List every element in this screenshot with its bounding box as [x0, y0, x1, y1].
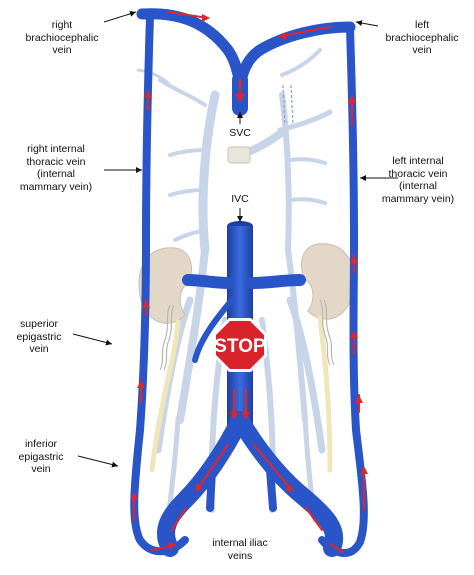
collateral-vein-loop — [130, 8, 368, 557]
stop-sign-text: STOP — [214, 336, 266, 357]
label-left-internal-thoracic-vein: left internal thoracic vein (internal ma… — [381, 155, 455, 205]
label-leader-lines — [72, 10, 398, 468]
azygos-dashed — [282, 84, 294, 126]
left-kidney — [138, 247, 192, 324]
label-inferior-epigastric-vein: inferior epigastric vein — [18, 438, 64, 475]
ureters — [149, 315, 333, 473]
stop-sign: STOP — [213, 318, 267, 372]
right-kidney — [301, 243, 355, 320]
common-iliac-veins — [157, 411, 344, 557]
renal-vessels-twist — [159, 299, 335, 371]
label-right-brachiocephalic-vein: right brachiocephalic vein — [25, 19, 99, 56]
label-ivc: IVC — [231, 193, 249, 205]
label-internal-iliac-veins: internal iliac veins — [212, 537, 268, 562]
ligature-band — [227, 146, 251, 164]
label-right-internal-thoracic-vein: right internal thoracic vein (internal m… — [19, 143, 93, 193]
flow-direction-arrows — [130, 11, 368, 553]
label-superior-epigastric-vein: superior epigastric vein — [16, 318, 62, 355]
label-left-brachiocephalic-vein: left brachiocephalic vein — [385, 19, 459, 56]
label-svc: SVC — [229, 127, 251, 139]
